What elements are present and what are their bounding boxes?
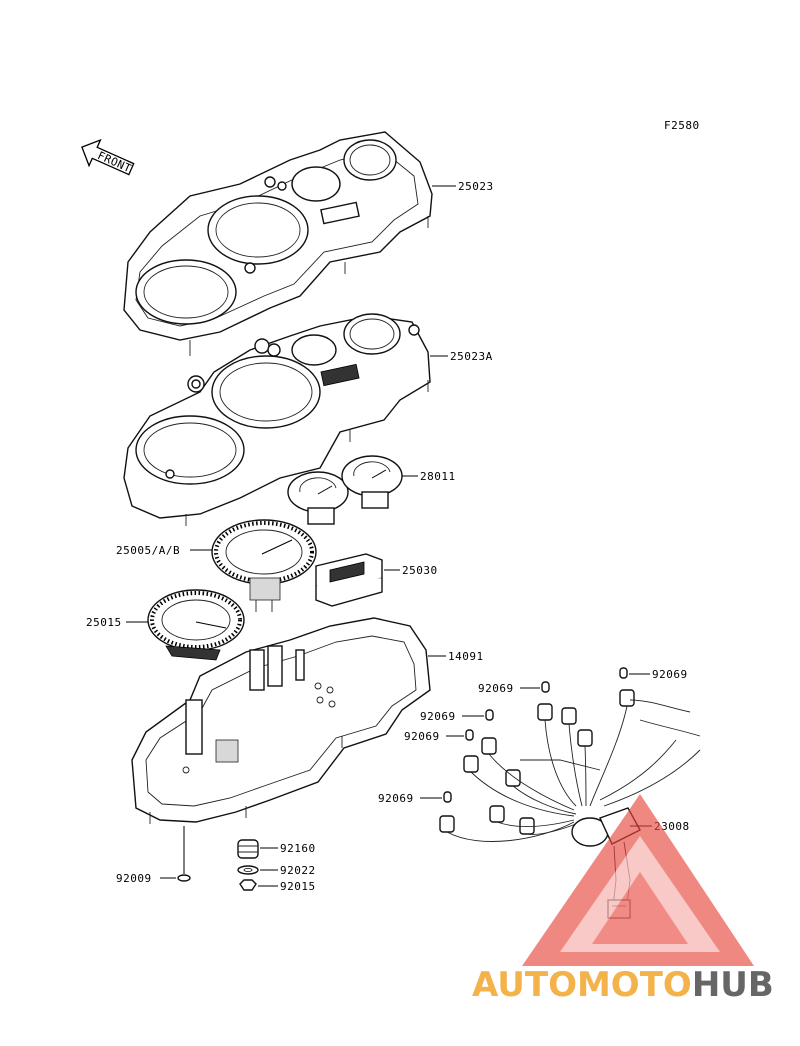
- meter-case-upper-drawing: [123, 313, 431, 526]
- front-label: FRONT: [96, 149, 134, 175]
- label-damper: 92160: [280, 842, 316, 855]
- label-nut: 92015: [280, 880, 316, 893]
- label-bulb-b: 92069: [652, 668, 688, 681]
- indicator-unit-drawing: [315, 553, 383, 607]
- label-meter-cover: 25023: [458, 180, 494, 193]
- label-speedometer: 25005/A/B: [116, 544, 180, 557]
- speedometer-drawing: [211, 519, 317, 612]
- figure-code: F2580: [664, 119, 700, 132]
- label-bulb-e: 92069: [378, 792, 414, 805]
- watermark-logo: [522, 794, 754, 966]
- bulb-socket-icon: [439, 689, 635, 835]
- washer-drawing: [237, 865, 259, 875]
- label-indicator-unit: 25030: [402, 564, 438, 577]
- watermark-text: AUTOMOTOHUB: [472, 965, 774, 1005]
- label-bulb-d: 92069: [404, 730, 440, 743]
- watermark-part2: HUB: [692, 965, 774, 1005]
- bulb-icon: [443, 667, 628, 803]
- fuel-temp-gauge-drawing: [287, 455, 403, 525]
- label-bulb-c: 92069: [420, 710, 456, 723]
- meter-case-lower-drawing: [131, 617, 431, 824]
- watermark-part1: AUTOMOTO: [472, 965, 692, 1005]
- label-tachometer: 25015: [86, 616, 122, 629]
- label-washer: 92022: [280, 864, 316, 877]
- label-meter-case-upper: 25023A: [450, 350, 493, 363]
- label-meter-case-lower: 14091: [448, 650, 484, 663]
- damper-drawing: [237, 839, 259, 859]
- label-screw: 92009: [116, 872, 152, 885]
- tachometer-drawing: [147, 589, 245, 661]
- meter-cover-drawing: [123, 131, 433, 356]
- front-arrow-icon: FRONT: [81, 138, 135, 176]
- nut-drawing: [239, 879, 257, 891]
- label-fuel-temp-gauge: 28011: [420, 470, 456, 483]
- label-bulb-a: 92069: [478, 682, 514, 695]
- screw-drawing: [177, 826, 191, 882]
